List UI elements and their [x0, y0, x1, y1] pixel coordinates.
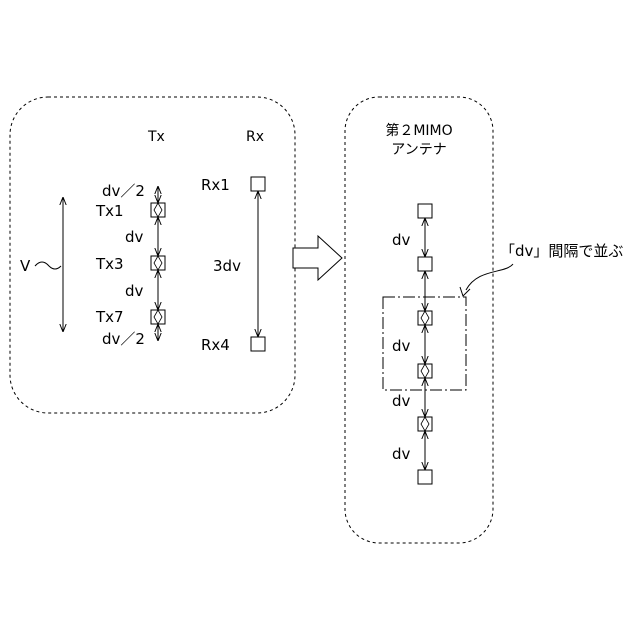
tx-spacing-lower-label: dv: [125, 282, 144, 300]
mimo-title-line1: 第２MIMO: [385, 122, 452, 139]
spacing-label-3: dv: [392, 392, 411, 410]
spacing-label-1: dv: [392, 231, 411, 249]
tx-header: Tx: [147, 129, 165, 145]
half-spacing-top-label: dv／2: [102, 182, 145, 200]
antenna-element-5: [418, 417, 432, 431]
rx4-element: [251, 337, 265, 351]
rx-header: Rx: [246, 129, 264, 145]
tx7-label: Tx7: [95, 308, 124, 326]
callout-arrowhead: [460, 287, 470, 296]
left-panel: Tx Rx V dv／2 Tx1 dv Tx3 dv Tx7 dv／2: [10, 97, 295, 413]
callout-leader-line: [466, 264, 513, 290]
mimo-title-line2: アンテナ: [391, 142, 446, 158]
rx1-element: [251, 177, 265, 191]
transition-arrow: [293, 236, 342, 280]
spacing-label-2: dv: [392, 337, 411, 355]
velocity-leader-line: [35, 262, 61, 269]
half-spacing-bottom-label: dv／2: [102, 330, 145, 348]
tx3-label: Tx3: [95, 255, 124, 273]
rx1-label: Rx1: [201, 176, 230, 194]
rx-spacing-label: 3dv: [213, 257, 241, 275]
rx4-label: Rx4: [201, 336, 230, 354]
tx1-label: Tx1: [95, 202, 124, 220]
velocity-label: V: [20, 257, 31, 275]
antenna-element-4: [418, 364, 432, 378]
tx7-element: [151, 310, 165, 324]
antenna-element-6: [418, 470, 432, 484]
antenna-element-1: [418, 204, 432, 218]
tx1-element: [151, 203, 165, 217]
antenna-element-3: [418, 311, 432, 325]
spacing-label-4: dv: [392, 445, 411, 463]
callout-text: 「dv」間隔で並ぶ: [500, 242, 623, 260]
antenna-element-2: [418, 257, 432, 271]
tx3-element: [151, 256, 165, 270]
tx-spacing-upper-label: dv: [125, 228, 144, 246]
right-panel: 第２MIMO アンテナ dv dv dv dv 「dv」間: [345, 97, 623, 543]
